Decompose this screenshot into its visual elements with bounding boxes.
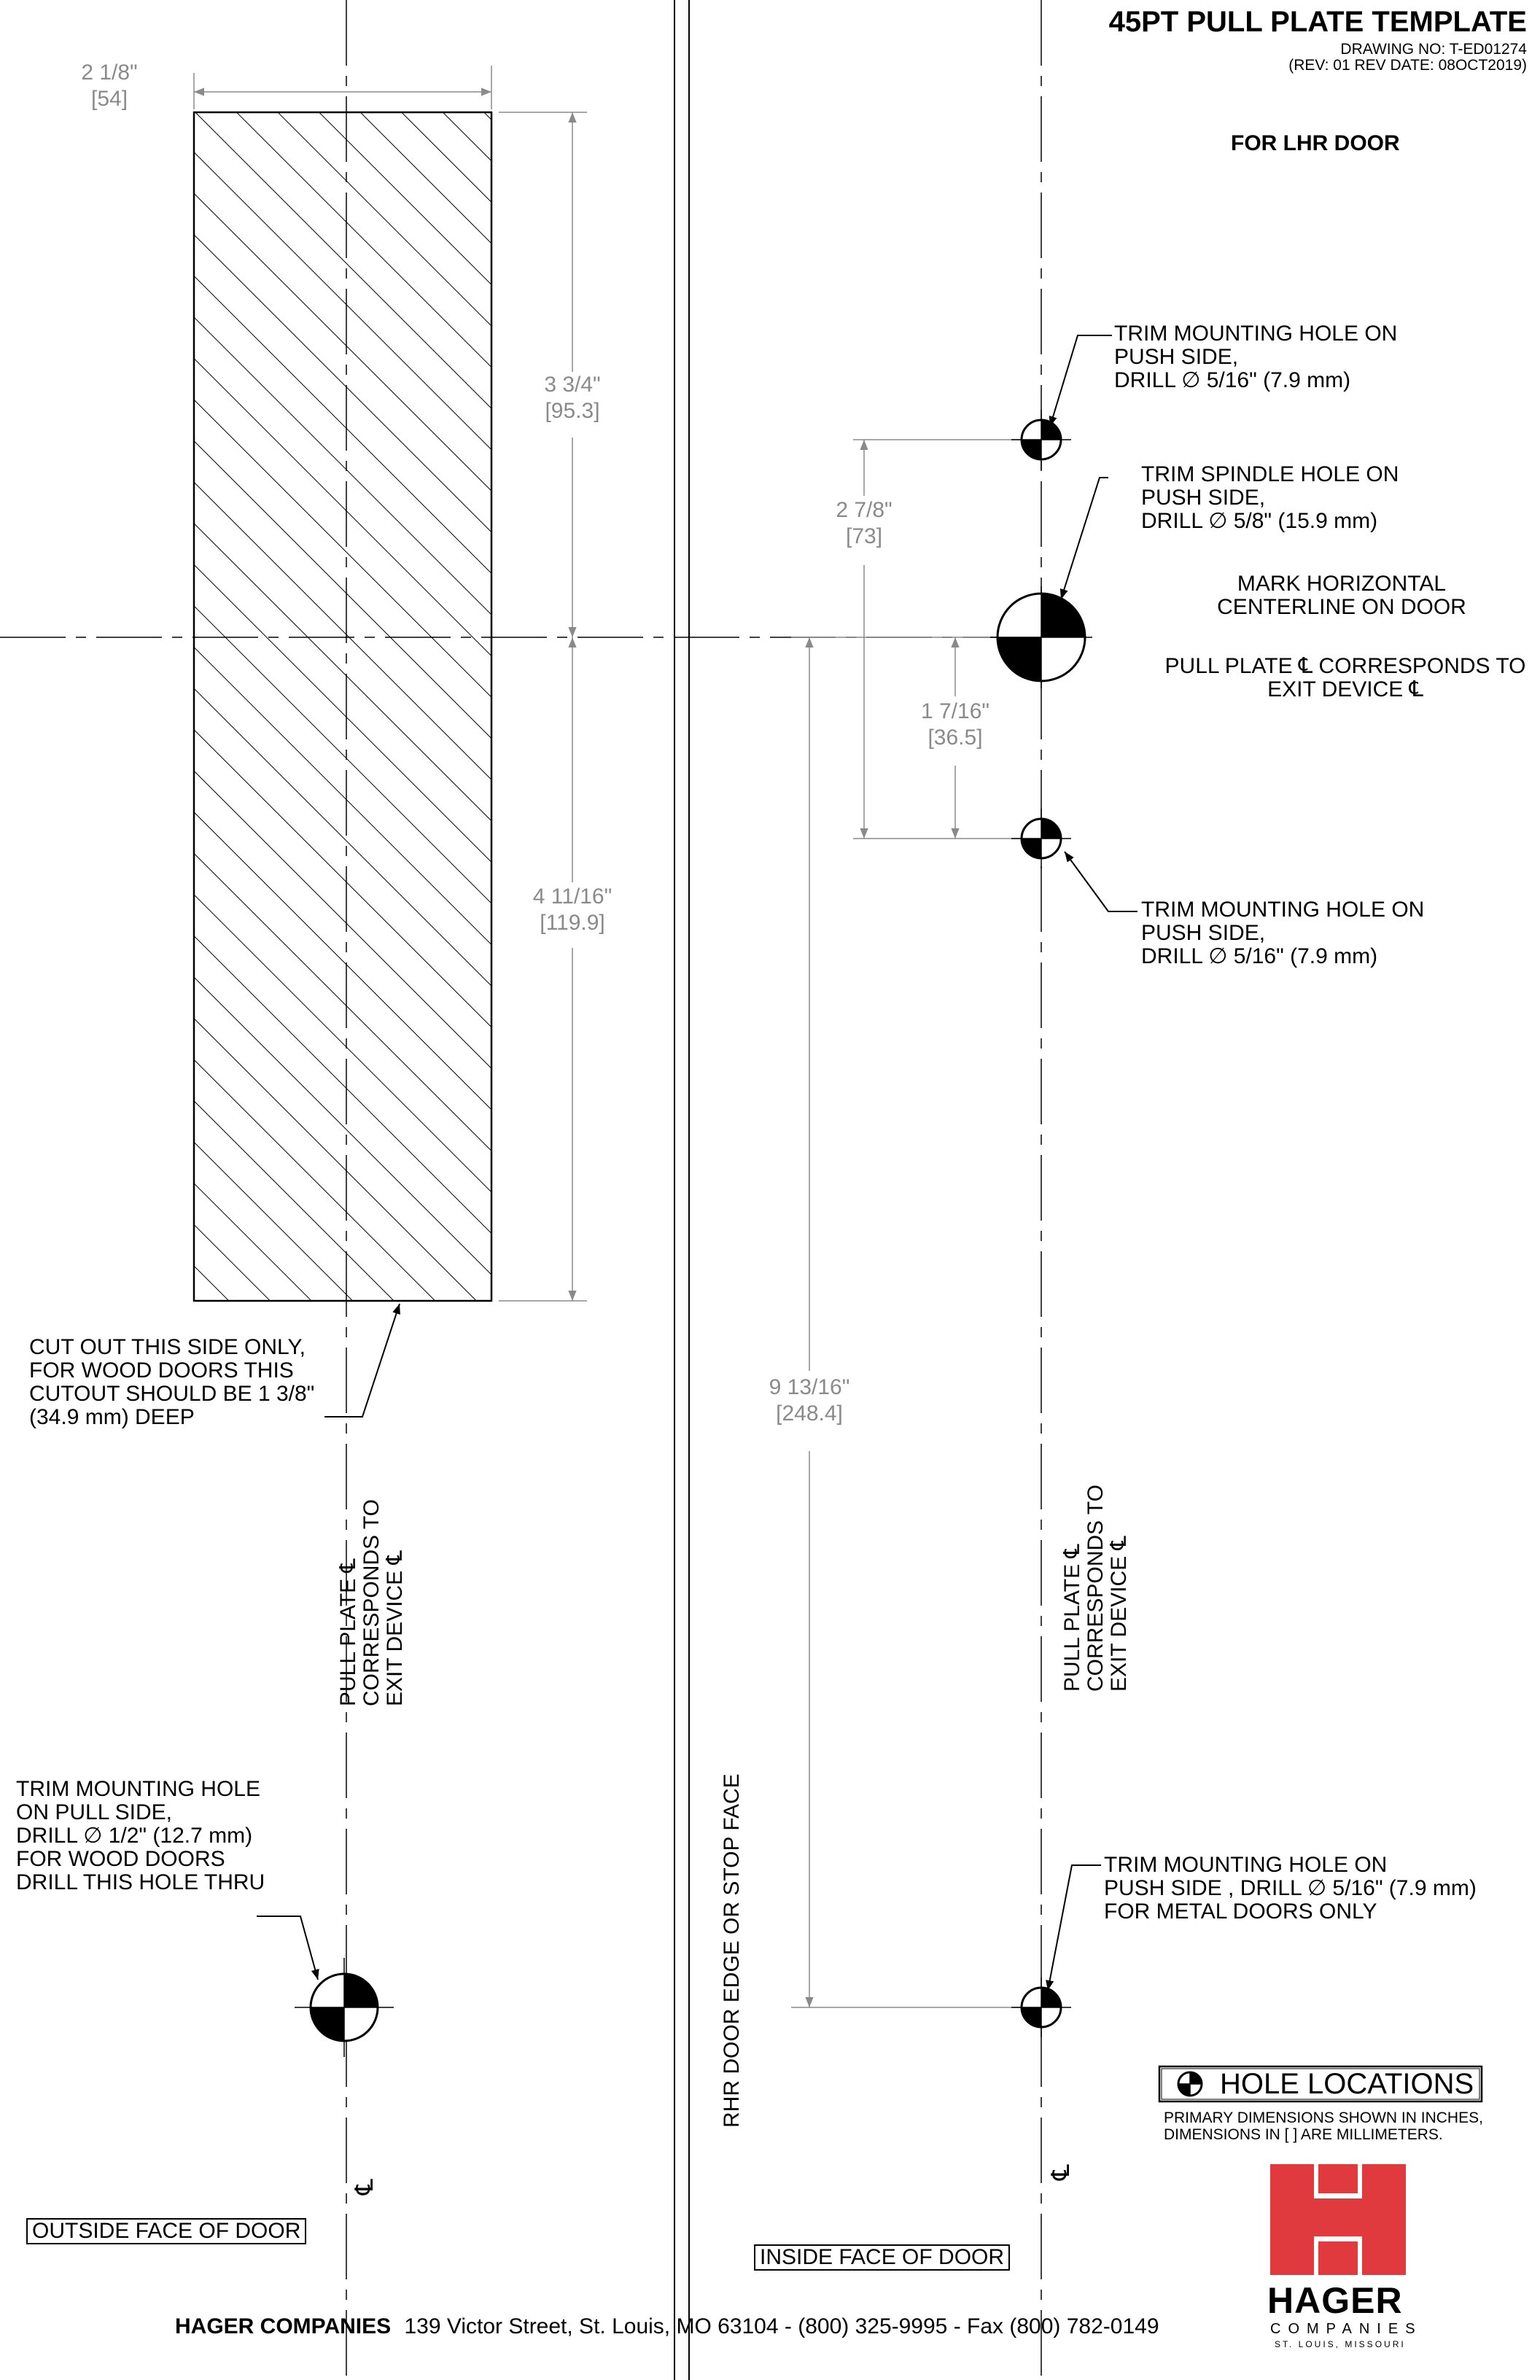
legend-label: HOLE LOCATIONS [1220, 2068, 1474, 2100]
leader-trim-spindle [1059, 477, 1108, 600]
revision-info: (REV: 01 REV DATE: 08OCT2019) [1288, 57, 1527, 74]
centerline-symbol-left: ℄ [350, 2179, 379, 2195]
drawing-title: 45PT PULL PLATE TEMPLATE [1108, 6, 1527, 38]
hager-logo [1270, 2164, 1406, 2275]
note-door-edge: RHR DOOR EDGE OR STOP FACE [720, 1773, 744, 2128]
leader-trim-mount-bottom [1064, 851, 1138, 912]
trim-mount-hole-metal [1011, 1978, 1071, 2037]
logo-sub: COMPANIES [1270, 2321, 1423, 2337]
trim-mount-hole-pull-side [295, 1958, 394, 2057]
footer-company: HAGER COMPANIES [175, 2314, 392, 2338]
leader-trim-mount-top [1049, 335, 1112, 427]
legend-symbol [1177, 2071, 1203, 2097]
leader-cutout [324, 1303, 400, 1418]
leader-trim-metal [1046, 1864, 1101, 1991]
footer-address: 139 Victor Street, St. Louis, MO 63104 -… [404, 2314, 1159, 2338]
dim-upper: 3 3/4"95.3 [529, 372, 616, 424]
cutout-area [192, 111, 493, 1302]
hole-symbol-icon [1177, 2071, 1203, 2097]
dim-mount-lower: 1 7/16"36.5 [908, 699, 1003, 751]
dim-width: 2 1/8"54 [73, 60, 146, 112]
trim-mount-hole-bottom [1011, 809, 1071, 868]
dim-lower: 4 11/16"119.9 [518, 884, 627, 936]
legend-note: PRIMARY DIMENSIONS SHOWN IN INCHES,DIMEN… [1164, 2109, 1483, 2143]
inside-face-label: INSIDE FACE OF DOOR [754, 2244, 1011, 2271]
trim-mount-hole-top [1011, 410, 1071, 470]
legend-box [1158, 2065, 1483, 2103]
note-cutout: CUT OUT THIS SIDE ONLY,FOR WOOD DOORS TH… [29, 1335, 315, 1429]
outside-face-label: OUTSIDE FACE OF DOOR [26, 2218, 307, 2244]
trim-spindle-hole [990, 586, 1092, 688]
leader-trim-pull-side [257, 1916, 319, 1980]
logo-location: ST. LOUIS, MISSOURI [1275, 2339, 1406, 2349]
dim-mount-upper: 2 7/8"73 [824, 497, 904, 550]
drawing-number: DRAWING NO: T-ED01274 [1340, 41, 1527, 58]
logo-name: HAGER [1267, 2280, 1403, 2321]
footer: HAGER COMPANIES 139 Victor Street, St. L… [175, 2314, 1159, 2339]
door-handing: FOR LHR DOOR [1231, 131, 1400, 155]
centerline-symbol-right: ℄ [1046, 2164, 1076, 2180]
dim-overall: 9 13/16"248.4 [758, 1374, 860, 1427]
